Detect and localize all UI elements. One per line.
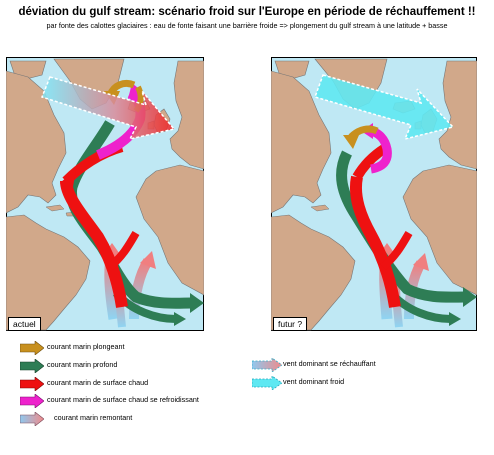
warming-wind-arrow — [41, 76, 176, 141]
legend-label: vent dominant froid — [283, 377, 345, 386]
africa-landmass — [135, 164, 204, 296]
cold-wind-arrow — [314, 74, 455, 141]
magenta-arrow-icon — [20, 394, 44, 408]
red-arrow-icon — [20, 377, 44, 391]
map-futur: futur ? — [271, 57, 477, 331]
cooling-current — [369, 126, 392, 174]
dashed-warming-wind-arrow-icon — [252, 358, 282, 372]
map-label: actuel — [8, 317, 41, 331]
map-label: futur ? — [273, 317, 308, 331]
page-subtitle: par fonte des calottes glaciaires : eau … — [46, 21, 448, 30]
map-actuel: actuel — [6, 57, 204, 331]
africa-landmass — [402, 164, 477, 296]
warm-surface-current — [60, 180, 128, 308]
legend-label: courant marin de surface chaud se refroi… — [47, 395, 199, 404]
europe-landmass — [169, 60, 204, 170]
dashed-cold-wind-arrow-icon — [252, 376, 282, 390]
pink-blue-arrow-icon — [20, 412, 44, 426]
legend-label: vent dominant se réchauffant — [283, 359, 376, 368]
warm-surface-current — [350, 175, 401, 308]
page-title: déviation du gulf stream: scénario froid… — [18, 6, 476, 18]
dark-green-arrow-icon — [20, 359, 44, 373]
brown-arrow-icon — [20, 341, 44, 355]
north-america-landmass — [271, 70, 332, 214]
south-america-landmass — [6, 214, 91, 331]
legend-label: courant marin remontant — [54, 413, 133, 422]
legend-label: courant marin profond — [47, 360, 118, 369]
europe-landmass — [438, 60, 477, 170]
legend-label: courant marin plongeant — [47, 342, 125, 351]
legend-label: courant marin de surface chaud — [47, 378, 149, 387]
south-america-landmass — [271, 214, 356, 331]
